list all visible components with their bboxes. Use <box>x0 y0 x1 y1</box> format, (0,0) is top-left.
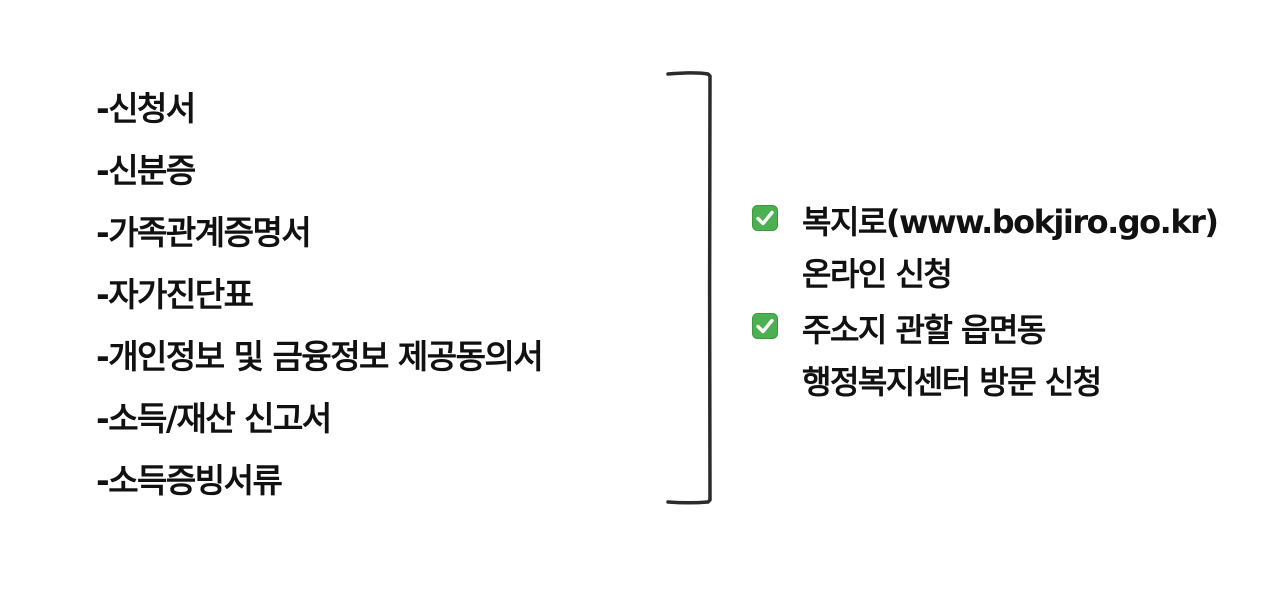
method-line: 주소지 관할 읍면동 <box>802 311 1046 349</box>
method-item-bokjiro: 복지로(www.bokjiro.go.kr) 온라인 신청 <box>752 196 1219 300</box>
method-text: 주소지 관할 읍면동 행정복지센터 방문 신청 <box>802 304 1102 408</box>
check-mark-button-icon <box>752 205 778 231</box>
required-documents-list: -신청서 -신분증 -가족관계증명서 -자가진단표 -개인정보 및 금융정보 제… <box>96 84 544 518</box>
method-line: 복지로(www.bokjiro.go.kr) <box>802 203 1219 241</box>
document-item: -신분증 <box>96 151 196 190</box>
document-item: -소득/재산 신고서 <box>96 399 332 438</box>
method-text: 복지로(www.bokjiro.go.kr) 온라인 신청 <box>802 196 1219 300</box>
document-item: -소득증빙서류 <box>96 461 283 500</box>
document-item: -자가진단표 <box>96 275 254 314</box>
right-bracket-icon <box>666 71 712 505</box>
check-mark-button-icon <box>752 313 778 339</box>
method-line: 행정복지센터 방문 신청 <box>802 363 1102 401</box>
method-line: 온라인 신청 <box>802 255 953 293</box>
method-item-visit: 주소지 관할 읍면동 행정복지센터 방문 신청 <box>752 304 1218 408</box>
application-methods-list: 복지로(www.bokjiro.go.kr) 온라인 신청 주소지 관할 읍면동… <box>752 196 1219 412</box>
document-item: -신청서 <box>96 89 196 128</box>
document-item: -개인정보 및 금융정보 제공동의서 <box>96 337 544 376</box>
document-item: -가족관계증명서 <box>96 213 312 252</box>
